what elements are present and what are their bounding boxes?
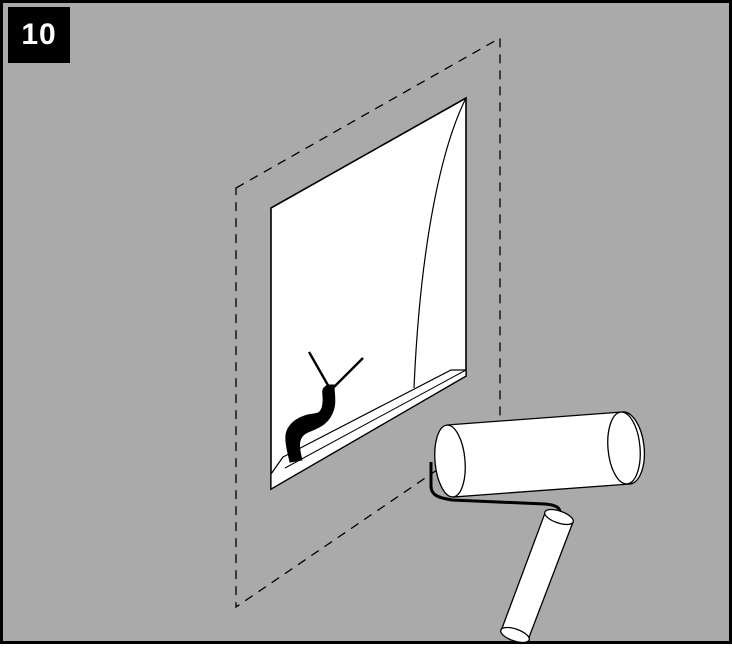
cable-wire-right	[330, 357, 364, 391]
cable-wire-left	[307, 351, 331, 388]
cable-conduit	[285, 384, 336, 463]
window-sill	[270, 369, 467, 491]
recess-fold-line	[413, 97, 467, 389]
roller-handle	[500, 508, 574, 644]
sill-edge-line	[284, 369, 467, 469]
paint-roller-cylinder	[434, 411, 646, 498]
step-number-badge: 10	[8, 7, 70, 63]
